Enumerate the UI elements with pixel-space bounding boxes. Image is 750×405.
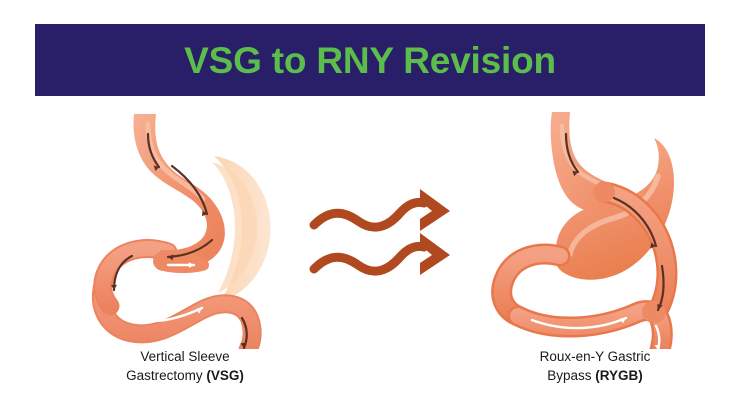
rygb-caption-prefix: Bypass bbox=[547, 368, 596, 383]
vsg-caption-line-2: Gastrectomy (VSG) bbox=[55, 366, 315, 385]
transition-arrow-group bbox=[308, 185, 478, 295]
page-title: VSG to RNY Revision bbox=[184, 39, 556, 81]
vsg-figure bbox=[60, 104, 310, 349]
vsg-caption: Vertical Sleeve Gastrectomy (VSG) bbox=[55, 347, 315, 385]
rygb-caption: Roux-en-Y Gastric Bypass (RYGB) bbox=[465, 347, 725, 385]
wavy-arrow-upper bbox=[309, 189, 450, 232]
double-wavy-right-arrow-icon bbox=[309, 189, 450, 276]
rygb-caption-line-2: Bypass (RYGB) bbox=[465, 366, 725, 385]
flow-arrows bbox=[111, 132, 248, 349]
vsg-caption-line-1: Vertical Sleeve bbox=[140, 349, 230, 364]
resected-stomach-remnant bbox=[212, 156, 271, 302]
rygb-abbreviation: (RYGB) bbox=[595, 368, 643, 383]
vsg-abbreviation: (VSG) bbox=[206, 368, 244, 383]
pylorus bbox=[153, 251, 175, 271]
biliopancreatic-limb bbox=[491, 243, 571, 327]
common-channel bbox=[507, 300, 673, 349]
wavy-arrow-lower bbox=[309, 233, 450, 276]
rygb-figure bbox=[470, 104, 720, 349]
bypassed-stomach-remnant bbox=[555, 138, 674, 280]
roux-en-y-gastric-bypass-diagram bbox=[491, 112, 678, 349]
vsg-caption-prefix: Gastrectomy bbox=[126, 368, 207, 383]
vertical-sleeve-gastrectomy-diagram bbox=[91, 114, 271, 349]
rygb-caption-line-1: Roux-en-Y Gastric bbox=[539, 349, 651, 364]
roux-limb bbox=[593, 181, 678, 321]
jejunojejunostomy bbox=[642, 301, 666, 323]
duodenum bbox=[93, 239, 178, 316]
title-banner: VSG to RNY Revision bbox=[35, 24, 705, 96]
flow-arrows bbox=[530, 132, 665, 349]
